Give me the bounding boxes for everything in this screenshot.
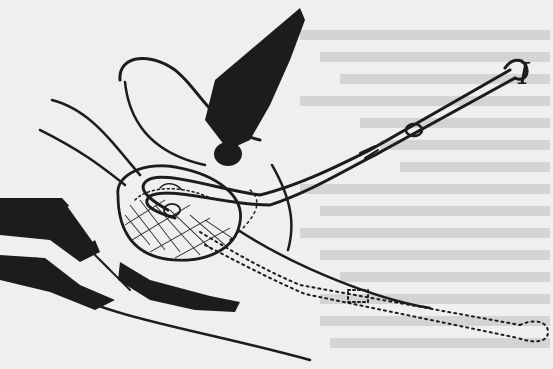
dark-oval [214, 142, 242, 166]
inner-curve-outline [125, 82, 205, 165]
dark-wedge-shape [205, 8, 305, 150]
upper-left-contour [40, 130, 125, 185]
figure-label: I [518, 60, 530, 90]
right-descending-curve [272, 165, 291, 250]
